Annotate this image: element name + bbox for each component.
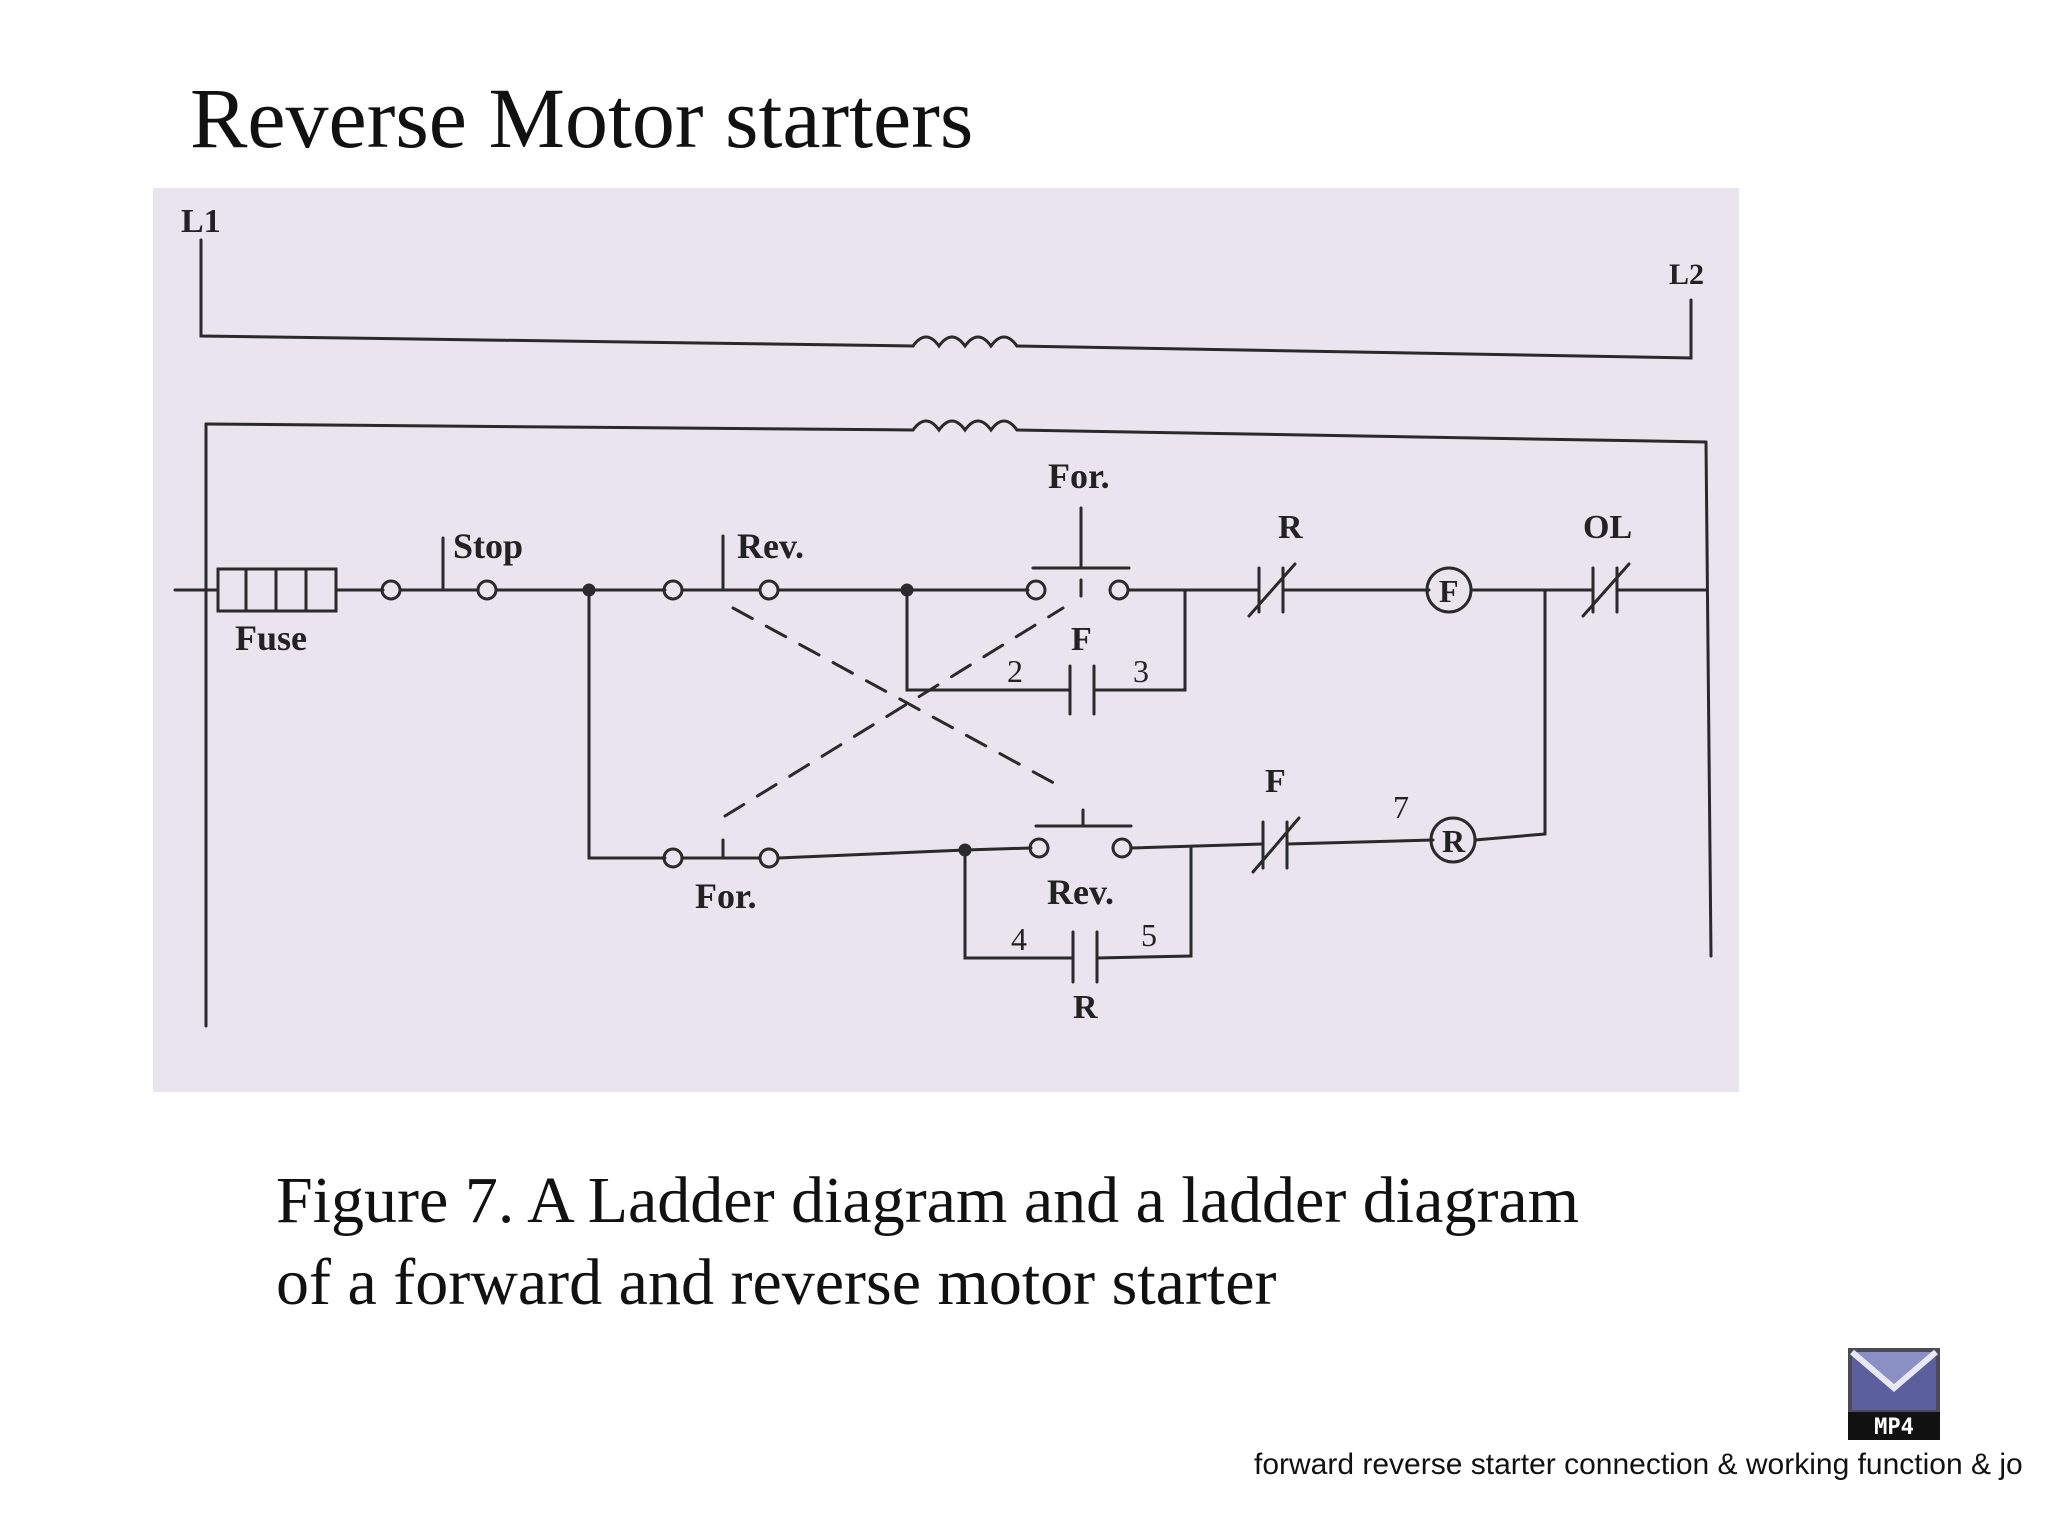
label-num-2: 2 [1007, 653, 1023, 689]
fuse-inner [244, 567, 308, 613]
label-fuse: Fuse [235, 618, 307, 658]
r-seal-branch [963, 846, 1193, 960]
for-terminal-right [1108, 579, 1130, 601]
label-num-5: 5 [1141, 917, 1157, 953]
mp4-label: MP4 [1874, 1415, 1914, 1440]
rev-terminal-left [662, 579, 684, 601]
label-f-contact-bottom: F [1265, 763, 1286, 800]
label-r-aux: R [1073, 989, 1098, 1026]
for-nc-terminal-right [758, 847, 780, 869]
transformer-secondary [911, 419, 1019, 433]
stop-button [398, 536, 480, 592]
label-num-7: 7 [1393, 789, 1409, 825]
label-coil-f: F [1439, 573, 1459, 609]
label-rev-bottom: Rev. [1047, 872, 1114, 912]
for-nc-button [680, 838, 762, 860]
label-r-contact: R [1278, 509, 1303, 546]
for-push-bar [1031, 506, 1131, 598]
f-seal-branch [905, 588, 1187, 692]
label-ol: OL [1583, 509, 1632, 546]
stop-terminal-right [476, 579, 498, 601]
rev-button [680, 534, 762, 592]
caption-line-2: of a forward and reverse motor starter [276, 1246, 1277, 1319]
ladder-diagram: L1 L2 Fuse Stop Rev. For. R OL F F 2 3 F… [173, 203, 1713, 1028]
label-num-3: 3 [1133, 653, 1149, 689]
rev-push-bar [1034, 808, 1133, 828]
label-for-top: For. [1048, 456, 1110, 496]
stop-terminal-left [380, 579, 402, 601]
label-rev-top: Rev. [737, 526, 804, 566]
for-terminal-left [1025, 579, 1047, 601]
rev-nc-terminal-right [1111, 837, 1133, 859]
figure-caption: Figure 7. A Ladder diagram and a ladder … [276, 1160, 1776, 1324]
label-stop: Stop [453, 526, 523, 566]
mech-link-2 [723, 606, 1065, 818]
rev-nc-terminal-left [1028, 837, 1050, 859]
caption-line-1: Figure 7. A Ladder diagram and a ladder … [276, 1164, 1580, 1237]
f-aux-contact [1068, 664, 1096, 716]
label-coil-r: R [1442, 823, 1466, 859]
for-nc-terminal-left [662, 847, 684, 869]
transformer-primary [911, 335, 1019, 349]
right-rail [1704, 440, 1713, 958]
mech-link-1 [731, 606, 1065, 790]
label-l1: L1 [181, 203, 221, 240]
r-aux-contact [1071, 930, 1099, 984]
label-num-4: 4 [1011, 921, 1027, 957]
secondary-rail-top [204, 422, 1708, 444]
label-l2: L2 [1669, 258, 1704, 291]
rev-terminal-right [758, 579, 780, 601]
l2-line [1015, 298, 1693, 360]
footer-text: forward reverse starter connection & wor… [1254, 1448, 2023, 1481]
ladder-diagram-photo: L1 L2 Fuse Stop Rev. For. R OL F F 2 3 F… [153, 188, 1739, 1092]
label-for-bottom: For. [695, 876, 757, 916]
label-f-aux: F [1071, 621, 1092, 658]
lower-branch [587, 588, 667, 860]
mp4-file-icon: MP4 [1848, 1348, 1940, 1440]
l1-line [199, 238, 915, 348]
slide-title: Reverse Motor starters [190, 70, 974, 166]
